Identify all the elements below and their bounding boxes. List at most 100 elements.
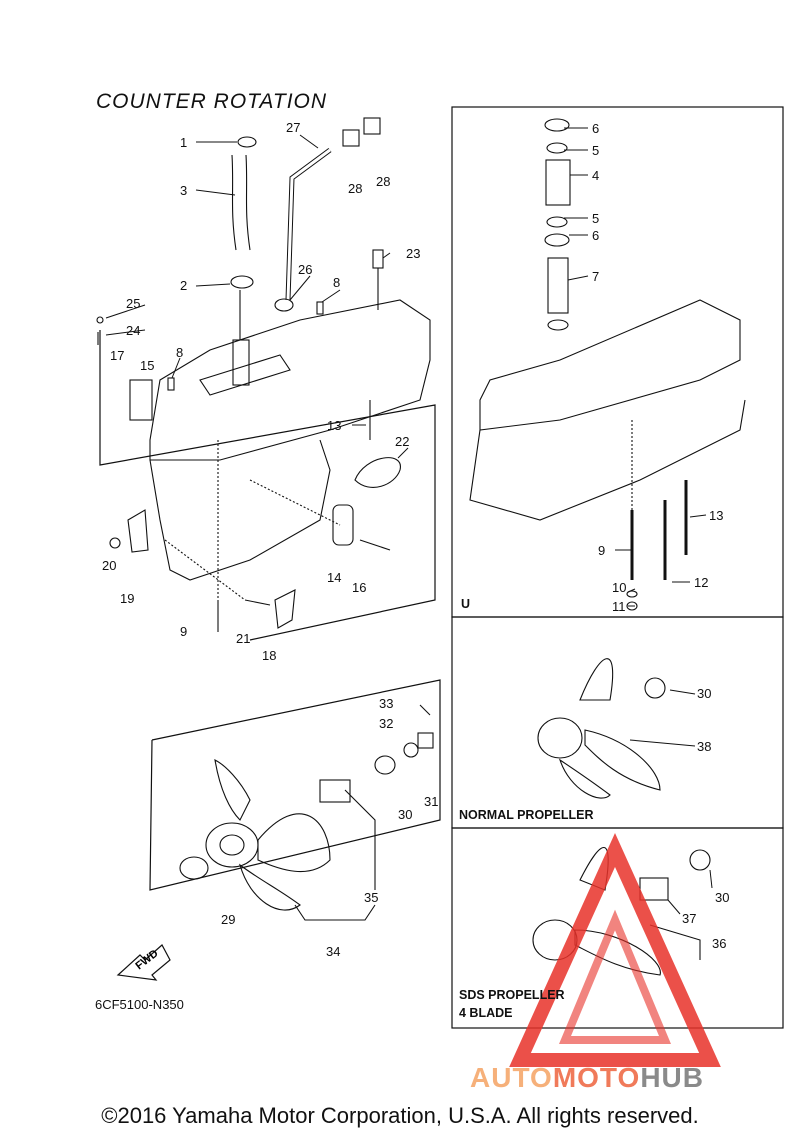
grommet-26: [274, 298, 294, 312]
callout-16: 16: [352, 580, 366, 595]
u-washer-10: [626, 590, 638, 598]
callout-33: 33: [379, 696, 393, 711]
normal-washer-30: [644, 677, 666, 699]
callout-5b: 5: [592, 211, 599, 226]
propeller-bracket: [149, 679, 441, 891]
bolt-21: [244, 599, 271, 606]
callout-13-left: 13: [327, 418, 341, 433]
watermark-inner-triangle: [559, 909, 671, 1044]
callout-6a: 6: [592, 121, 599, 136]
prop-blade-bottom: [239, 863, 301, 911]
u-part-6a: [544, 118, 570, 132]
callout-1: 1: [180, 135, 187, 150]
cotter-pin-33: [419, 704, 431, 716]
gearcase-top: [149, 299, 431, 461]
copyright-notice: ©2016 Yamaha Motor Corporation, U.S.A. A…: [101, 1103, 699, 1128]
part-18: [274, 589, 296, 629]
u-part-7: [547, 257, 569, 314]
u-part-5b: [546, 216, 568, 228]
watermark-part1: AUTO: [470, 1062, 553, 1093]
callout-34: 34: [326, 944, 340, 959]
callout-23: 23: [406, 246, 420, 261]
callout-20: 20: [102, 558, 116, 573]
panel-normal-frame: [451, 616, 784, 829]
lower-case-bracket: [99, 330, 436, 641]
washer-30: [374, 755, 396, 775]
part-19: [127, 509, 149, 553]
callout-24: 24: [126, 323, 140, 338]
panel-normal-label: NORMAL PROPELLER: [459, 808, 594, 822]
watermark-part2: MOTO: [552, 1062, 641, 1093]
callout-30-normal: 30: [697, 686, 711, 701]
bolt-23-head: [372, 249, 384, 269]
callout-8a: 8: [176, 345, 183, 360]
hose-fill: [233, 154, 247, 251]
hose-outline: [231, 154, 251, 251]
callout-7: 7: [592, 269, 599, 284]
diagram-frames: [99, 106, 784, 1029]
cover-15: [129, 379, 153, 421]
grommet-1: [237, 136, 257, 148]
u-housing-bottom: [469, 399, 746, 521]
callout-8b: 8: [333, 275, 340, 290]
fwd-arrow: FWD: [116, 944, 171, 981]
nut-20: [109, 537, 121, 549]
dowel-8b: [316, 301, 324, 315]
callout-5a: 5: [592, 143, 599, 158]
callout-15: 15: [140, 358, 154, 373]
callout-11: 11: [612, 599, 626, 614]
sds-bracket-36: [649, 924, 701, 960]
fwd-arrow-shape: [116, 944, 171, 981]
panel-sds-label-2: 4 BLADE: [459, 1006, 513, 1020]
u-housing-top: [479, 299, 741, 431]
callout-9-left: 9: [180, 624, 187, 639]
sds-blade-right: [574, 929, 661, 976]
clip-28b: [363, 117, 381, 135]
washer-31: [403, 742, 419, 758]
watermark-text: AUTOMOTOHUB: [470, 1062, 704, 1094]
watermark-logo: [509, 833, 721, 1067]
panel-sds-label-1: SDS PROPELLER: [459, 988, 565, 1002]
watermark-triangle: [509, 833, 721, 1067]
sds-spacer-37: [639, 877, 669, 901]
callout-17: 17: [110, 348, 124, 363]
watermark-part3: HUB: [640, 1062, 704, 1093]
callout-18: 18: [262, 648, 276, 663]
grommet-2: [230, 275, 254, 289]
u-panel-drawing: [469, 118, 746, 611]
callout-22: 22: [395, 434, 409, 449]
callout-30-sds: 30: [715, 890, 729, 905]
spacer-35: [319, 779, 351, 803]
callout-28b: 28: [376, 174, 390, 189]
callout-32: 32: [379, 716, 393, 731]
bolt-16: [359, 539, 391, 551]
ring-25: [96, 316, 104, 324]
callout-29: 29: [221, 912, 235, 927]
gearcase-drawing: [96, 117, 431, 632]
callout-2: 2: [180, 278, 187, 293]
u-part-4: [545, 159, 571, 206]
bracket-34: [294, 904, 376, 921]
callout-12: 12: [694, 575, 708, 590]
gearcase-body: [149, 439, 331, 581]
callout-6b: 6: [592, 228, 599, 243]
propeller-assembly: [179, 704, 434, 921]
callout-21: 21: [236, 631, 250, 646]
callout-9-u: 9: [598, 543, 605, 558]
callout-4: 4: [592, 168, 599, 183]
tube-27-inner: [286, 148, 331, 301]
callout-19: 19: [120, 591, 134, 606]
leader-lines: [105, 127, 713, 915]
callout-3: 3: [180, 183, 187, 198]
gearcase-rib: [199, 354, 291, 396]
dowel-8a: [167, 377, 175, 391]
callout-30-left: 30: [398, 807, 412, 822]
thrust-washer-29: [179, 856, 209, 880]
driveshaft-housing: [232, 339, 250, 386]
diagram-code: 6CF5100-N350: [95, 997, 184, 1012]
normal-hub: [537, 717, 583, 759]
sds-washer-30: [689, 849, 711, 871]
normal-blade-top: [579, 658, 614, 701]
callout-37: 37: [682, 911, 696, 926]
